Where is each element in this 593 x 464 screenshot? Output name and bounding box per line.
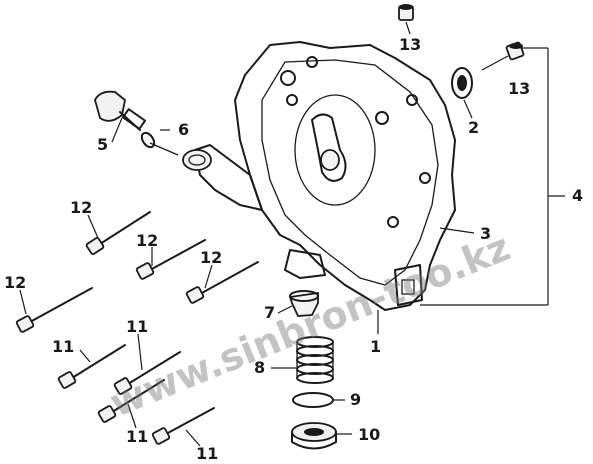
callout-11-c: 11 xyxy=(126,427,148,446)
bolt-12-d xyxy=(15,287,93,333)
callout-1: 1 xyxy=(370,337,381,356)
part-10-drain-plug xyxy=(291,422,337,450)
bolt-11-b xyxy=(113,351,181,395)
callout-6: 6 xyxy=(178,120,189,139)
part-13-sleeve-top xyxy=(398,4,414,21)
callout-7: 7 xyxy=(264,303,275,322)
part-13-sleeve-right xyxy=(505,41,525,61)
bolts-group xyxy=(15,211,259,445)
callout-12-d: 12 xyxy=(4,273,26,292)
callout-11-a: 11 xyxy=(126,317,148,336)
part-7-strainer xyxy=(288,290,319,317)
callout-13-right: 13 xyxy=(508,79,530,98)
bolt-11-c xyxy=(97,379,165,423)
part-8-spring xyxy=(296,336,334,384)
callout-12-c: 12 xyxy=(200,248,222,267)
bolt-12-a xyxy=(85,211,151,255)
callout-12-b: 12 xyxy=(136,231,158,250)
bolt-12-b xyxy=(135,239,206,280)
callout-11-d: 11 xyxy=(196,444,218,463)
callout-4: 4 xyxy=(572,186,583,205)
part-2-oil-seal xyxy=(451,67,473,99)
callout-3: 3 xyxy=(480,224,491,243)
crankcase-cover xyxy=(182,41,456,311)
bolt-12-c xyxy=(185,261,259,304)
callout-13-top: 13 xyxy=(399,35,421,54)
part-9-o-ring xyxy=(292,392,334,408)
leader-lines xyxy=(19,21,565,447)
part-5-filler-cap xyxy=(94,90,147,131)
callout-9: 9 xyxy=(350,390,361,409)
callout-10: 10 xyxy=(358,425,380,444)
callout-8: 8 xyxy=(254,358,265,377)
bolt-11-a xyxy=(57,344,126,389)
part-6-o-ring xyxy=(140,131,179,156)
callout-5: 5 xyxy=(97,135,108,154)
callout-12-a: 12 xyxy=(70,198,92,217)
callout-labels: 13 13 2 4 3 1 5 6 7 8 9 10 12 12 12 12 1… xyxy=(4,35,583,463)
bolt-11-d xyxy=(151,407,215,445)
callout-2: 2 xyxy=(468,118,479,137)
callout-11-b: 11 xyxy=(52,337,74,356)
